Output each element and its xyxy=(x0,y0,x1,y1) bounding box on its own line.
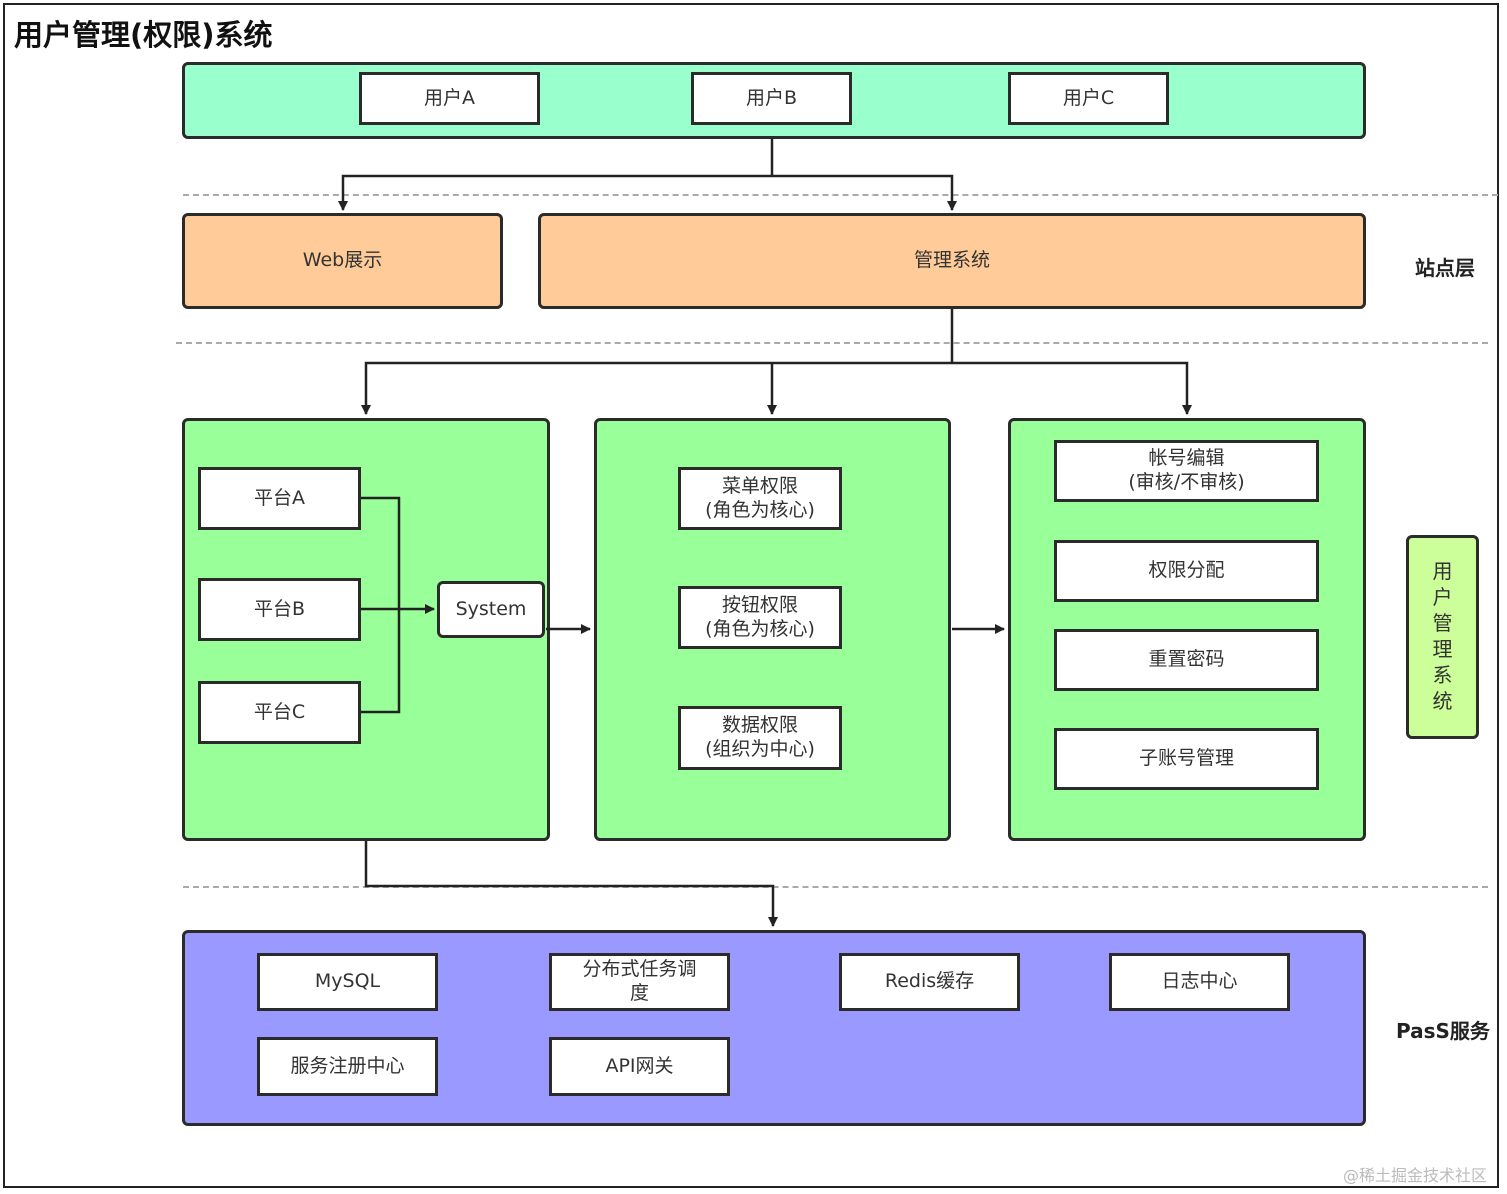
account-edit-box: 帐号编辑 (审核/不审核) xyxy=(1054,440,1319,502)
side-char: 管 xyxy=(1432,611,1453,635)
side-char: 用 xyxy=(1432,559,1453,583)
connector-to-platform-panel xyxy=(361,361,952,415)
separator-1 xyxy=(183,194,1498,196)
side-char: 理 xyxy=(1432,637,1453,661)
site-layer-label: 站点层 xyxy=(1415,256,1475,280)
separator-2 xyxy=(176,342,1488,344)
user-c-box: 用户C xyxy=(1008,72,1169,125)
reset-password-box: 重置密码 xyxy=(1054,629,1319,691)
user-b-box: 用户B xyxy=(691,72,852,125)
connector-to-admin xyxy=(772,174,957,211)
side-char: 系 xyxy=(1432,663,1453,687)
pass-label: PasS服务 xyxy=(1396,1019,1490,1043)
diagram-title: 用户管理(权限)系统 xyxy=(14,18,273,52)
side-char: 户 xyxy=(1432,585,1453,609)
connector-to-web xyxy=(338,174,772,211)
user-mgmt-side-box xyxy=(1406,535,1479,739)
connector-to-pass xyxy=(364,841,778,927)
data-permission-box: 数据权限 (组织为中心) xyxy=(678,706,842,770)
platform-a-box: 平台A xyxy=(198,467,361,530)
diagram-frame xyxy=(3,3,1499,1188)
redis-box: Redis缓存 xyxy=(839,953,1020,1011)
platform-b-box: 平台B xyxy=(198,578,361,641)
platform-c-box: 平台C xyxy=(198,681,361,744)
button-permission-box: 按钮权限 (角色为核心) xyxy=(678,586,842,649)
connector-to-account-panel xyxy=(952,361,1192,415)
sub-account-box: 子账号管理 xyxy=(1054,728,1319,790)
task-scheduler-box: 分布式任务调 度 xyxy=(549,953,730,1011)
watermark: @稀土掘金技术社区 xyxy=(1342,1166,1487,1185)
mysql-box: MySQL xyxy=(257,953,438,1011)
web-display-box: Web展示 xyxy=(182,213,503,309)
system-box: System xyxy=(437,581,545,638)
connector-platform-c xyxy=(361,609,401,714)
connector-platform-a xyxy=(361,496,401,609)
permission-assign-box: 权限分配 xyxy=(1054,540,1319,602)
api-gateway-box: API网关 xyxy=(549,1037,730,1096)
user-a-box: 用户A xyxy=(359,72,540,125)
admin-system-box: 管理系统 xyxy=(538,213,1366,309)
menu-permission-box: 菜单权限 (角色为核心) xyxy=(678,467,842,530)
side-char: 统 xyxy=(1432,689,1453,713)
user-mgmt-side-label: 用 户 管 理 系 统 xyxy=(1406,558,1479,714)
separator-3 xyxy=(183,886,1488,888)
log-center-box: 日志中心 xyxy=(1109,953,1290,1011)
service-registry-box: 服务注册中心 xyxy=(257,1037,438,1096)
